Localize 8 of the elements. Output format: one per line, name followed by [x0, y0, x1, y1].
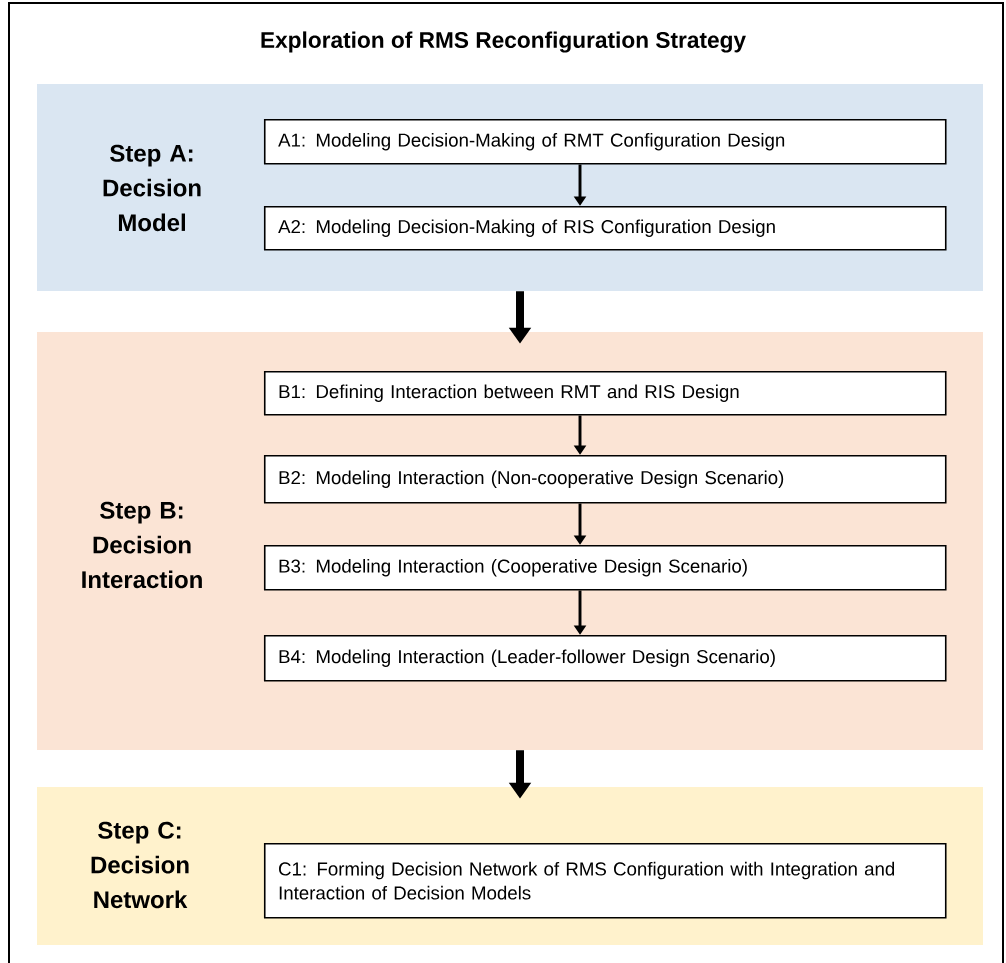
process-box: C1: Forming Decision Network of RMS Configuration with Integration and Interaction of Decision Models: [263, 842, 947, 919]
process-box: B1: Defining Interaction between RMT and RIS Design: [263, 370, 947, 416]
process-box: B4: Modeling Interaction (Leader-follower Design Scenario): [263, 634, 947, 682]
process-box: A1: Modeling Decision-Making of RMT Configuration Design: [263, 118, 947, 165]
process-box: A2: Modeling Decision-Making of RIS Configuration Design: [263, 205, 947, 251]
process-box: B3: Modeling Interaction (Cooperative Design Scenario): [263, 544, 947, 591]
process-box: B2: Modeling Interaction (Non-cooperative Design Scenario): [263, 454, 947, 504]
title: Exploration of RMS Reconfiguration Strategy: [261, 31, 746, 53]
